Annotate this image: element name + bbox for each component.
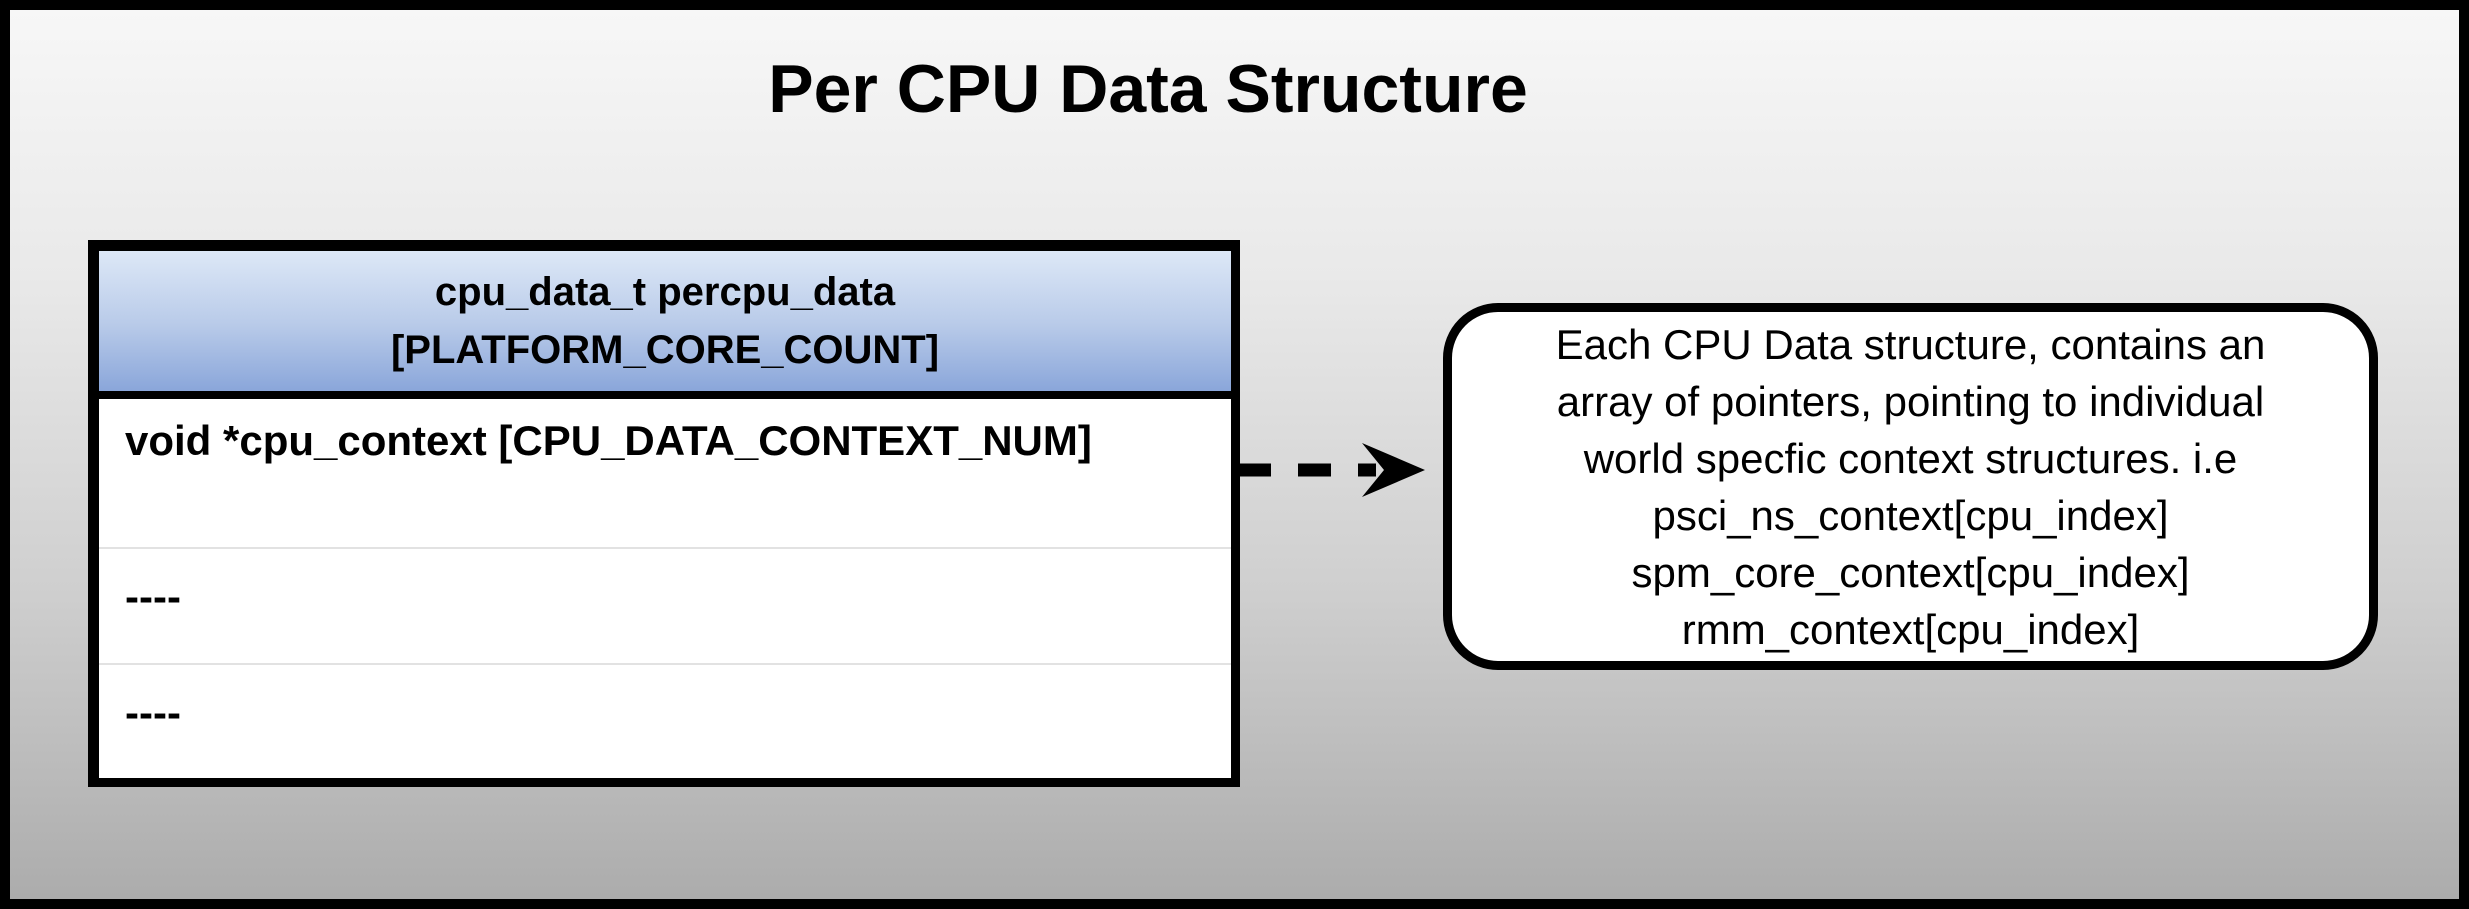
note-line: spm_core_context[cpu_index] xyxy=(1631,548,2190,596)
cpu-data-table: cpu_data_t percpu_data [PLATFORM_CORE_CO… xyxy=(88,240,1240,787)
note-line: Each CPU Data structure, contains an xyxy=(1555,320,2266,368)
table-row: void *cpu_context [CPU_DATA_CONTEXT_NUM] xyxy=(125,417,1092,464)
note-callout: Each CPU Data structure, contains an arr… xyxy=(1443,303,2378,670)
note-line: rmm_context[cpu_index] xyxy=(1681,605,2140,653)
table-header-line1: cpu_data_t percpu_data xyxy=(434,270,896,314)
table-header-line2: [PLATFORM_CORE_COUNT] xyxy=(390,328,940,372)
note-line: psci_ns_context[cpu_index] xyxy=(1652,491,2169,539)
table-header: cpu_data_t percpu_data [PLATFORM_CORE_CO… xyxy=(99,251,1231,399)
page-title: Per CPU Data Structure xyxy=(768,51,1528,127)
note-line: array of pointers, pointing to individua… xyxy=(1556,377,2265,425)
note-line: world specfic context structures. i.e xyxy=(1583,434,2238,482)
table-row: ---- xyxy=(99,547,1231,663)
table-row: ---- xyxy=(99,662,1231,779)
dashed-arrow-right-icon xyxy=(1238,443,1425,497)
